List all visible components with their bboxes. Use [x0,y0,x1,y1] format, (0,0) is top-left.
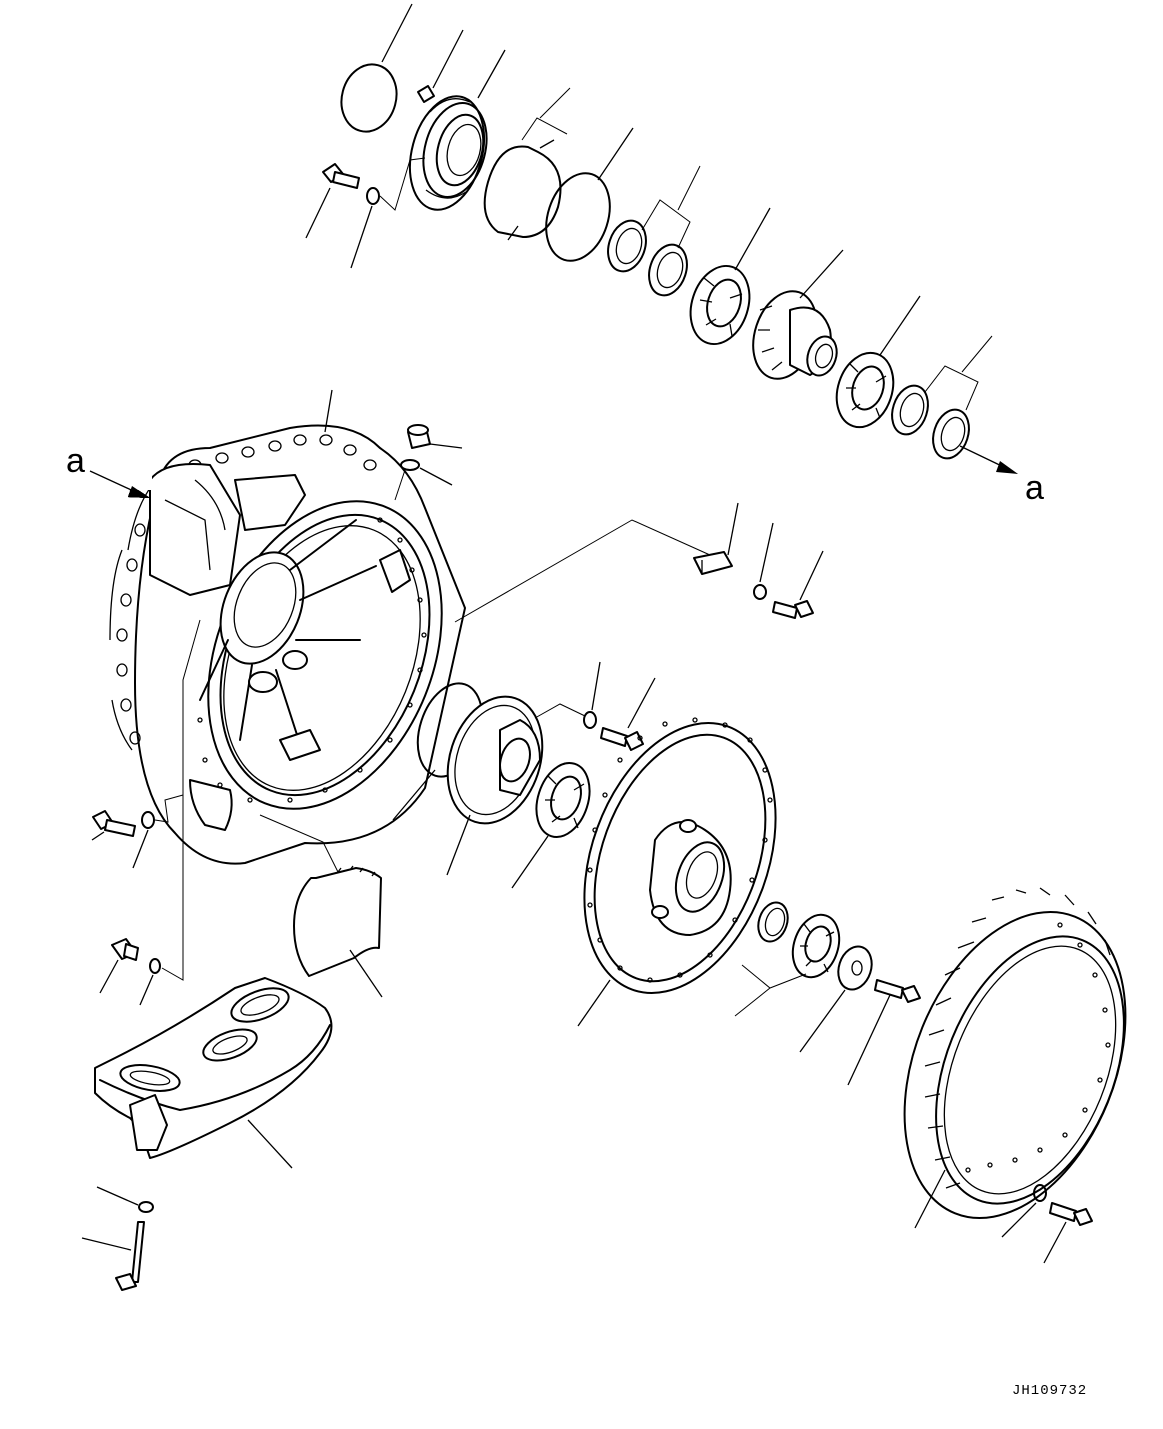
washer-top-left [350,157,426,269]
bearing-cup-pair-left [607,165,701,297]
view-arrow-right [959,445,1018,474]
view-label-left: a [66,442,85,480]
bearing-cone-left [689,207,771,346]
drawing-code: JH109732 [1012,1383,1088,1399]
sprocket-hub-gear [752,249,844,380]
o-ring-large-top [340,3,413,133]
bolt-guard-long [81,1221,145,1291]
guard-plate [259,814,383,998]
washer-bracket [753,522,774,600]
thrust-washer [799,945,873,1053]
bolt-top-left [305,163,360,239]
bearing-cone-right [835,295,921,429]
drain-o-ring [139,619,201,1006]
plug-small-top [417,29,464,103]
bolt-case-left [91,810,136,841]
breather-plug [407,424,463,449]
sprocket-ring [903,887,1127,1229]
final-drive-case [109,389,466,865]
bracket-small [454,502,739,623]
bolt-bracket [772,550,824,619]
drain-plug [99,938,139,994]
shim-set [483,87,571,241]
o-ring-mid [545,127,634,262]
washer-sprocket [1001,1184,1047,1238]
view-label-right: a [1025,469,1044,507]
washer-hub [534,661,601,729]
bolt-sprocket [1043,1202,1093,1264]
breather-o-ring [394,459,453,501]
bearing-cone-hub [734,913,841,1017]
bolt-thrust [847,979,921,1086]
washer-case-left [132,794,184,869]
washer-guard [96,1186,154,1213]
guard-shoe [94,977,333,1169]
seal-cage [409,49,506,211]
drive-hub-flange [577,717,777,1027]
bearing-cup-hub [757,901,789,943]
bearing-hub [511,762,591,889]
hub-cover [446,695,544,876]
